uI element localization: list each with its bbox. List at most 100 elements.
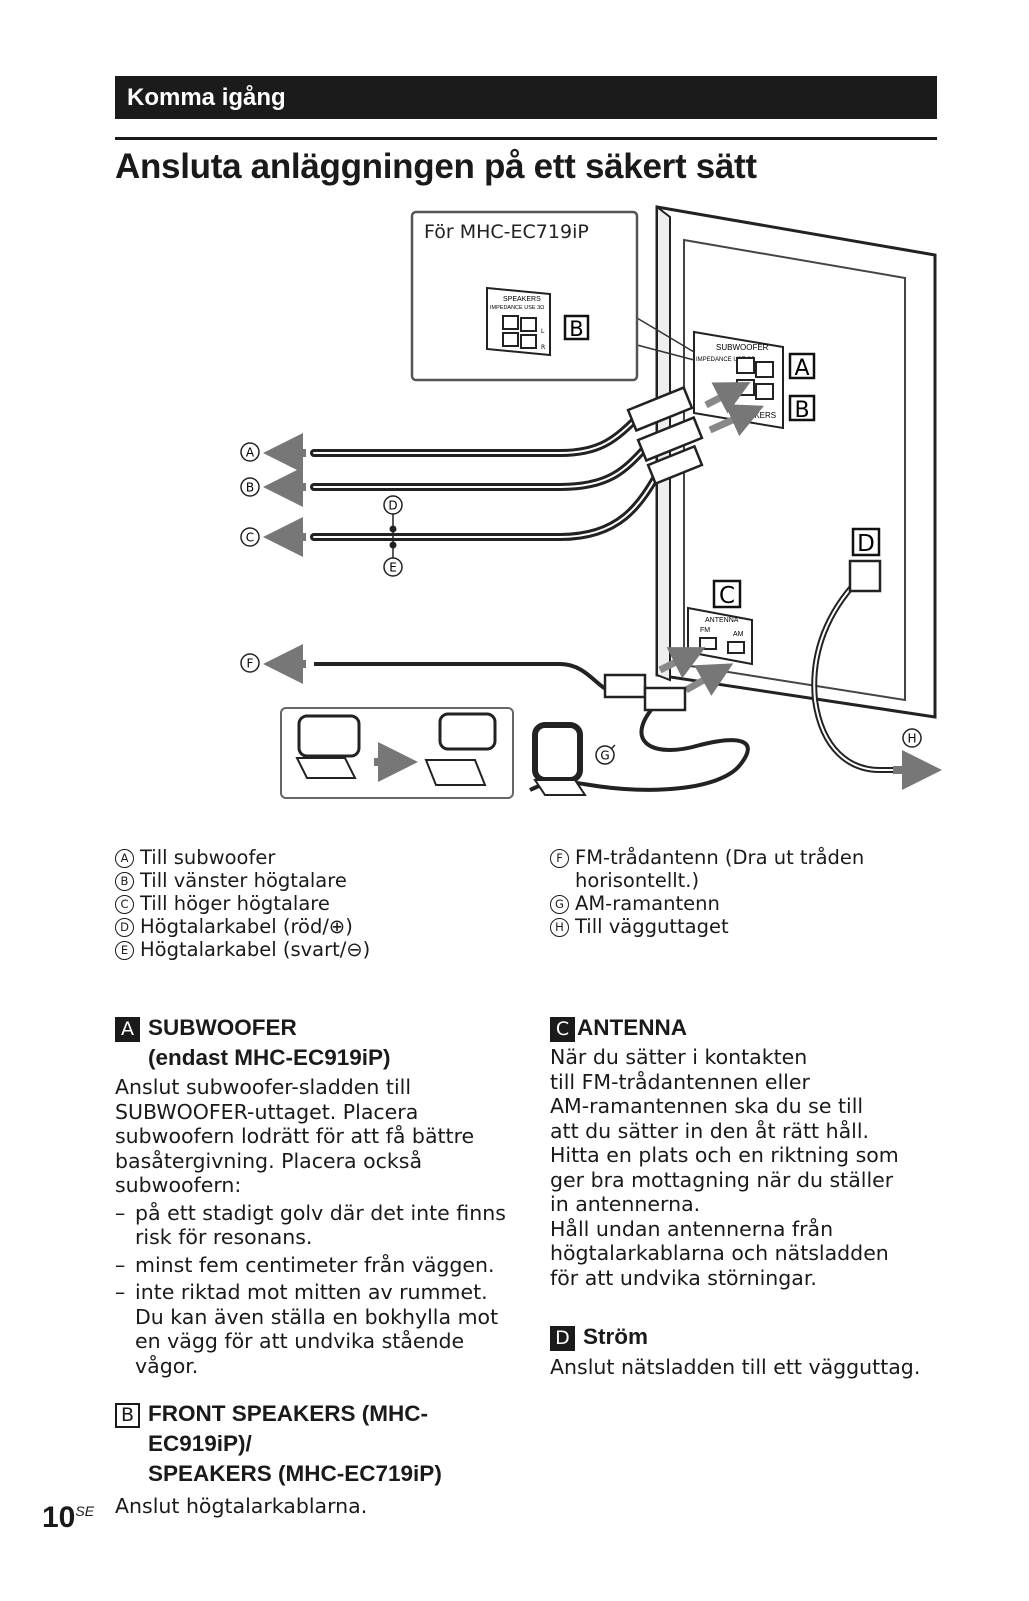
unit-box-labels: A B D C xyxy=(712,352,881,609)
legend-key: B xyxy=(115,872,134,891)
body-line: att du sätter in den åt rätt håll. xyxy=(550,1118,870,1143)
section-power: D Ström Anslut nätsladden till ett väggu… xyxy=(550,1322,930,1380)
section-a-body: Anslut subwoofer-sladden till SUBWOOFER-… xyxy=(115,1075,475,1197)
legend-item: B Till vänster högtalare xyxy=(115,869,515,892)
legend-text: Till höger högtalare xyxy=(140,892,330,915)
circle-c: C xyxy=(246,531,254,545)
section-b-title: FRONT SPEAKERS (MHC-EC919iP)/ xyxy=(148,1401,428,1456)
impedance-label: IMPEDANCE USE 3Ω xyxy=(696,357,756,363)
bullet-dash: – xyxy=(115,1252,126,1277)
legend-item: H Till vägguttaget xyxy=(550,915,880,938)
am-label: AM xyxy=(733,631,744,638)
box-label-d: D xyxy=(857,531,875,557)
section-c-box: C xyxy=(550,1017,575,1042)
antenna-label: ANTENNA xyxy=(705,617,739,624)
section-b-heading: B FRONT SPEAKERS (MHC-EC919iP)/ SPEAKERS… xyxy=(115,1399,525,1489)
box-label-b: B xyxy=(794,398,809,423)
am-assembly-inset xyxy=(280,707,514,799)
legend-item: A Till subwoofer xyxy=(115,846,515,869)
body-line: till FM-trådantennen eller xyxy=(550,1069,810,1094)
bullet-item: –inte riktad mot mitten av rummet. Du ka… xyxy=(115,1280,510,1378)
body-line: Hitta en plats och en riktning som xyxy=(550,1143,899,1167)
legend-text: Till vänster högtalare xyxy=(140,869,347,892)
body-line: in antennerna. xyxy=(550,1192,701,1216)
legend-text: AM-ramantenn xyxy=(575,892,720,915)
legend-text: Till vägguttaget xyxy=(575,915,729,938)
insert-arrows xyxy=(658,381,764,696)
circle-b: B xyxy=(246,481,254,495)
inset-speakers-label: SPEAKERS xyxy=(503,296,541,303)
page-number-value: 10 xyxy=(42,1501,76,1534)
page-number: 10SE xyxy=(42,1501,94,1535)
antenna-panel: ANTENNA FM AM xyxy=(687,606,753,666)
fm-connector xyxy=(603,673,647,699)
page-number-suffix: SE xyxy=(75,1503,95,1519)
legend-item: C Till höger högtalare xyxy=(115,892,515,915)
bullet-text: på ett stadigt golv där det inte finns r… xyxy=(135,1200,506,1250)
section-a-box: A xyxy=(115,1017,140,1042)
section-b-box: B xyxy=(115,1403,140,1428)
section-header: Komma igång xyxy=(115,76,937,119)
bullet-dash: – xyxy=(115,1200,126,1225)
bullet-item: –minst fem centimeter från väggen. xyxy=(115,1253,510,1278)
legend-key: D xyxy=(115,918,134,937)
connection-diagram: SUBWOOFER IMPEDANCE USE 3Ω SPEAKERS ANTE… xyxy=(240,204,942,799)
bullet-item: –på ett stadigt golv där det inte finns … xyxy=(115,1201,510,1250)
legend-text: Till subwoofer xyxy=(140,846,276,869)
section-d-box: D xyxy=(550,1326,575,1351)
body-line: AM-ramantennen ska du se till xyxy=(550,1094,864,1118)
bullet-text: minst fem centimeter från väggen. xyxy=(135,1252,495,1277)
section-d-heading: D Ström xyxy=(550,1322,930,1352)
circle-h: H xyxy=(907,732,916,746)
section-b-body: Anslut högtalarkablarna. xyxy=(115,1494,368,1518)
legend-text: Högtalarkabel (röd/⊕) xyxy=(140,915,353,938)
legend-item: F FM-trådantenn (Dra ut tråden horisontel… xyxy=(550,846,880,892)
section-subwoofer: A SUBWOOFER (endast MHC-EC919iP) Anslut … xyxy=(115,1013,510,1378)
box-label-a: A xyxy=(794,356,809,381)
speaker-cables xyxy=(310,385,704,541)
legend-text: Högtalarkabel (svart/⊖) xyxy=(140,938,371,961)
inset-side-r: R xyxy=(541,344,545,351)
power-plug xyxy=(848,559,882,593)
subwoofer-label: SUBWOOFER xyxy=(716,343,769,352)
legend-key: H xyxy=(550,918,569,937)
legend-text: FM-trådantenn (Dra ut tråden horisontell… xyxy=(575,846,865,892)
circle-e: E xyxy=(389,561,397,575)
circle-g: G xyxy=(600,749,609,763)
section-d-body: Anslut nätsladden till ett vägguttag. xyxy=(550,1355,921,1379)
fm-label: FM xyxy=(700,627,710,634)
am-loop-antenna xyxy=(532,722,583,783)
inset-side-l: L xyxy=(541,328,545,335)
legend-key: F xyxy=(550,849,569,868)
section-antenna: C ANTENNA När du sätter i kontakten till… xyxy=(550,1013,910,1290)
section-a-heading: A SUBWOOFER (endast MHC-EC919iP) xyxy=(115,1013,510,1073)
body-line: för att undvika störningar. xyxy=(550,1265,817,1290)
legend-right: F FM-trådantenn (Dra ut tråden horisontel… xyxy=(550,846,880,938)
fm-antenna-wire xyxy=(314,662,616,693)
section-c-heading: C ANTENNA xyxy=(550,1013,910,1043)
section-c-title: ANTENNA xyxy=(577,1015,687,1040)
section-a-subtitle: (endast MHC-EC919iP) xyxy=(148,1045,391,1070)
inset-impedance-label: IMPEDANCE USE 3Ω xyxy=(490,305,544,311)
am-connector xyxy=(643,686,687,712)
legend-key: G xyxy=(550,895,569,914)
page-title: Ansluta anläggningen på ett säkert sätt xyxy=(115,147,757,186)
section-d-title: Ström xyxy=(583,1324,649,1349)
inset-title: För MHC-EC719iP xyxy=(424,221,589,243)
speaker-terminal-panel: SUBWOOFER IMPEDANCE USE 3Ω SPEAKERS xyxy=(693,330,784,430)
box-label-c: C xyxy=(719,583,735,609)
section-c-body: När du sätter i kontakten till FM-trådan… xyxy=(550,1045,910,1290)
section-speakers: B FRONT SPEAKERS (MHC-EC919iP)/ SPEAKERS… xyxy=(115,1399,525,1519)
bullet-text: inte riktad mot mitten av rummet. Du kan… xyxy=(135,1280,499,1378)
circle-f: F xyxy=(247,657,254,671)
inset-ec719-panel: För MHC-EC719iP SPEAKERS IMPEDANCE USE 3… xyxy=(410,210,695,382)
body-line: högtalarkablarna och nätsladden xyxy=(550,1241,889,1265)
body-line: ger bra mottagning när du ställer xyxy=(550,1167,894,1192)
legend-key: A xyxy=(115,849,134,868)
am-antenna-lead xyxy=(529,698,750,792)
inset-box-b: B xyxy=(569,317,583,341)
section-a-title: SUBWOOFER xyxy=(148,1015,297,1040)
legend-key: C xyxy=(115,895,134,914)
